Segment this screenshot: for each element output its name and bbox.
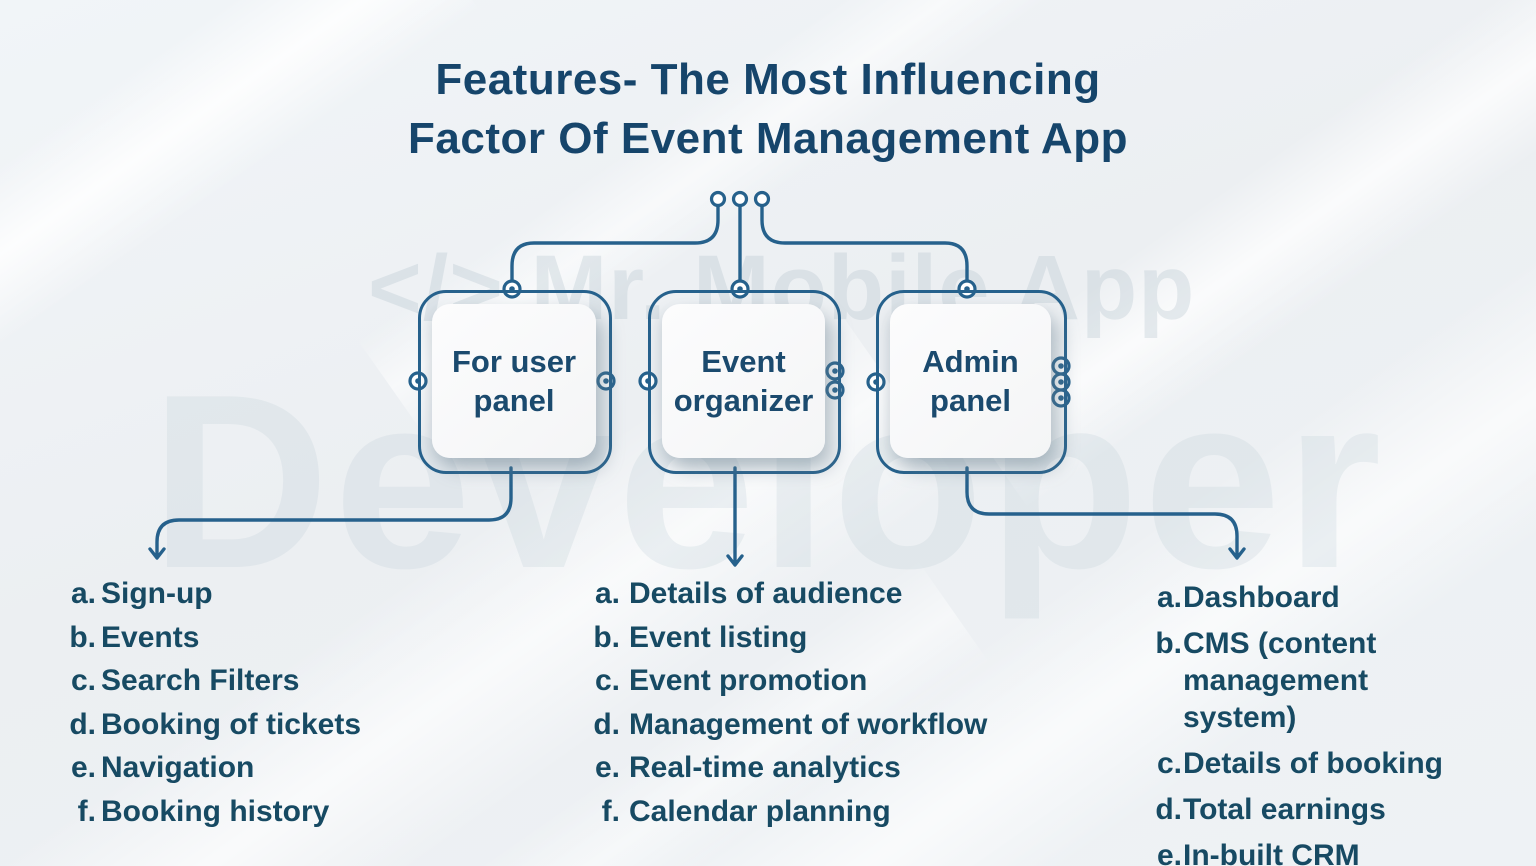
item-text: Sign-up — [101, 577, 213, 610]
item-text: Management of workflow — [629, 707, 988, 741]
item-marker: f. — [601, 794, 620, 828]
list-item: f. Calendar planning — [586, 790, 987, 834]
item-marker: f. — [77, 794, 96, 828]
list-item: f.Booking history — [62, 790, 361, 834]
list-item: e.In-built CRM — [1152, 837, 1483, 866]
list-item: c.Search Filters — [62, 659, 361, 703]
item-text: Calendar planning — [629, 794, 891, 828]
item-text: Booking history — [101, 794, 330, 828]
feature-list-user: a.Sign-up b.Events c.Search Filters d.Bo… — [62, 572, 361, 833]
list-item: d.Booking of tickets — [62, 703, 361, 747]
item-marker: d. — [593, 707, 620, 741]
list-item: d. Management of workflow — [586, 703, 987, 747]
item-text: Search Filters — [101, 664, 300, 697]
item-marker: d. — [1155, 793, 1182, 826]
feature-list-organizer: a. Details of audience b. Event listing c.… — [586, 572, 987, 833]
item-text: Dashboard — [1183, 581, 1340, 614]
item-marker: e. — [594, 751, 620, 784]
item-marker: c. — [594, 664, 620, 697]
item-marker: d. — [69, 707, 96, 741]
item-text: Event promotion — [629, 664, 868, 697]
list-item: a. Details of audience — [586, 572, 987, 616]
list-item: b.CMS (content management system) — [1152, 625, 1483, 736]
list-item: a.Dashboard — [1152, 579, 1483, 616]
root-node-icon — [753, 190, 771, 208]
item-text: Navigation — [101, 751, 255, 784]
item-marker: b. — [69, 620, 96, 654]
list-item: a.Sign-up — [62, 572, 361, 616]
panel-label-user: For user panel — [451, 344, 577, 418]
panel-box-user: For user panel — [418, 290, 612, 474]
item-text: In-built CRM — [1183, 839, 1360, 866]
item-marker: e. — [1156, 839, 1182, 866]
panel-box-admin: Admin panel — [876, 290, 1067, 474]
page-title-line2: Factor Of Event Management App — [408, 114, 1128, 163]
item-text: Real-time analytics — [629, 751, 901, 784]
item-text: Events — [101, 620, 200, 654]
list-item: d.Total earnings — [1152, 791, 1483, 828]
root-node-icon — [709, 190, 727, 208]
list-item: b.Events — [62, 616, 361, 660]
root-node-icon — [731, 190, 749, 208]
item-marker: a. — [70, 577, 96, 610]
item-marker: c. — [70, 664, 96, 697]
item-text: Details of audience — [629, 577, 903, 610]
list-item: e. Real-time analytics — [586, 746, 987, 790]
page-title-line1: Features- The Most Influencing — [435, 55, 1101, 104]
item-text: Details of booking — [1183, 747, 1444, 780]
list-item: c. Event promotion — [586, 659, 987, 703]
list-item: e.Navigation — [62, 746, 361, 790]
panel-label-organizer: Event organizer — [673, 344, 814, 418]
item-marker: a. — [594, 577, 620, 610]
list-item: b. Event listing — [586, 616, 987, 660]
item-marker: e. — [70, 751, 96, 784]
item-text: Booking of tickets — [101, 707, 362, 741]
panel-card: Admin panel — [890, 304, 1051, 458]
panel-box-organizer: Event organizer — [648, 290, 841, 474]
item-text: Event listing — [629, 620, 808, 654]
item-marker: a. — [1156, 581, 1182, 614]
feature-list-admin: a.Dashboard b.CMS (content management sy… — [1152, 579, 1483, 866]
item-marker: b. — [593, 620, 620, 654]
item-marker: b. — [1155, 627, 1182, 660]
item-marker: c. — [1156, 747, 1182, 780]
panel-card: Event organizer — [662, 304, 825, 458]
list-item: c.Details of booking — [1152, 745, 1483, 782]
page-title: Features- The Most Influencing Factor Of… — [0, 50, 1536, 168]
panel-card: For user panel — [432, 304, 596, 458]
item-text: Total earnings — [1183, 793, 1386, 826]
panel-label-admin: Admin panel — [922, 344, 1019, 418]
item-text: CMS (content management system) — [1183, 627, 1377, 734]
